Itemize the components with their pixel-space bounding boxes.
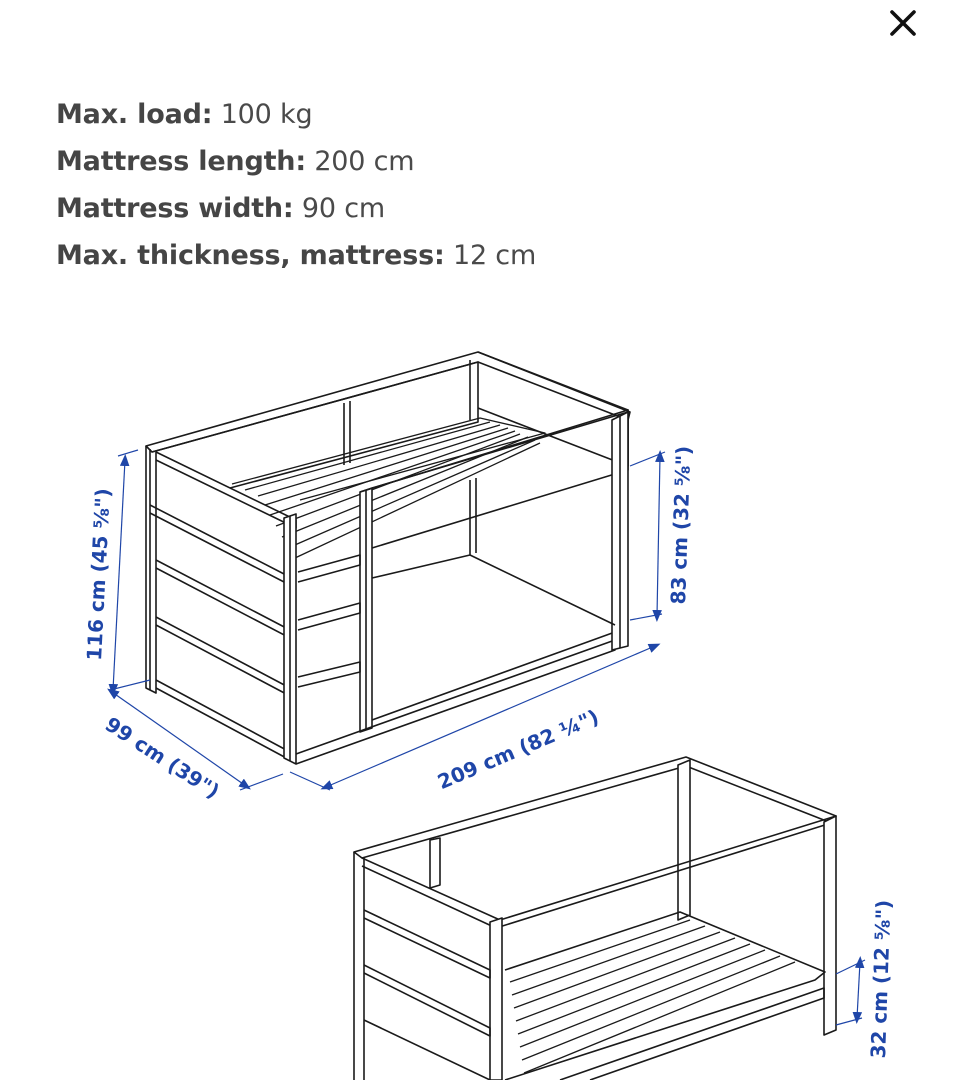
spec-mattress-width: Mattress width: 90 cm: [56, 185, 536, 232]
spec-label: Max. thickness, mattress:: [56, 240, 445, 271]
loft-dimension-lines: [107, 449, 666, 791]
spec-mattress-length: Mattress length: 200 cm: [56, 138, 536, 185]
spec-max-thickness: Max. thickness, mattress: 12 cm: [56, 232, 536, 279]
spec-list: Max. load: 100 kg Mattress length: 200 c…: [56, 91, 536, 279]
low-bed-dimension-lines: [835, 956, 866, 1026]
spec-label: Max. load:: [56, 99, 213, 130]
close-button[interactable]: [884, 4, 922, 42]
low-bed-drawing: [353, 756, 837, 1080]
spec-label: Mattress width:: [56, 193, 294, 224]
spec-value: 12 cm: [452, 240, 537, 271]
spec-label: Mattress length:: [56, 146, 306, 177]
spec-max-load: Max. load: 100 kg: [56, 91, 536, 138]
loft-bed-drawing: [145, 351, 631, 765]
close-icon: [890, 10, 916, 36]
spec-value: 90 cm: [301, 193, 386, 224]
spec-value: 100 kg: [220, 99, 313, 130]
spec-value: 200 cm: [314, 146, 415, 177]
